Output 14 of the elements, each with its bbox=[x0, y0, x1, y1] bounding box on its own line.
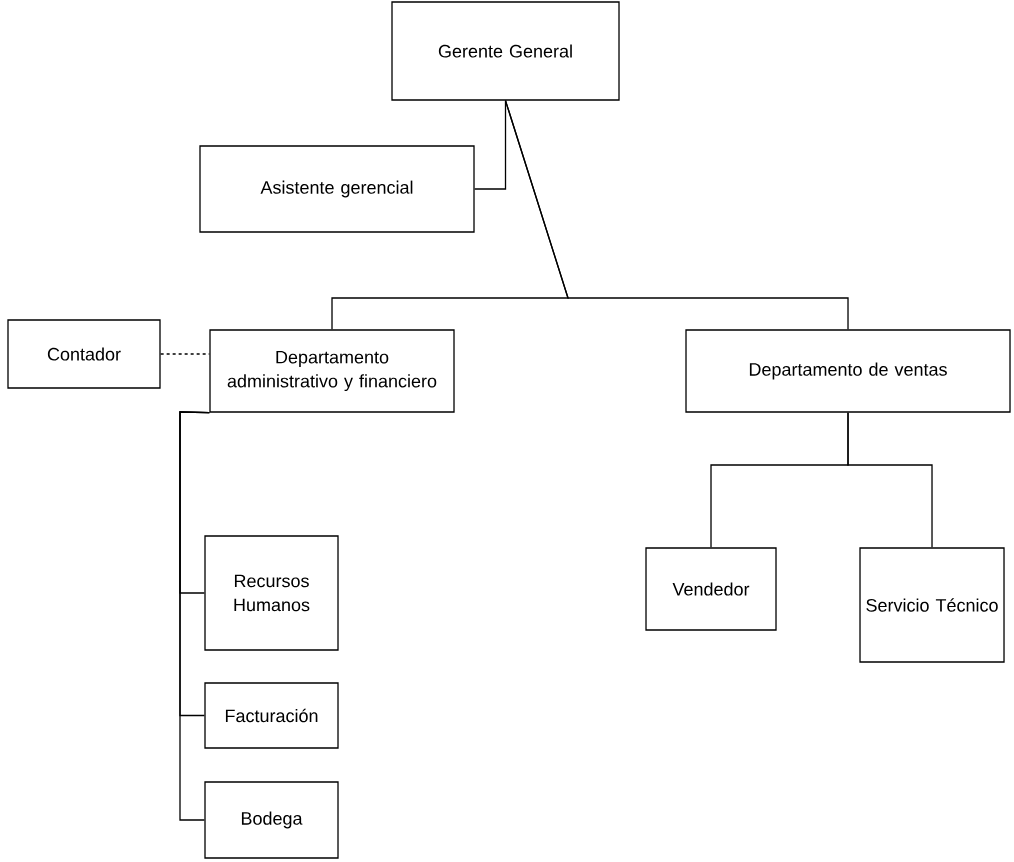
org-box: Vendedor bbox=[645, 547, 777, 631]
org-box: Servicio Técnico bbox=[859, 547, 1005, 663]
org-box: Contador bbox=[7, 319, 161, 389]
connector-line bbox=[504, 100, 849, 330]
connector-line bbox=[847, 412, 933, 548]
org-box: Departamento administrativo y financiero bbox=[209, 329, 455, 413]
org-box: Bodega bbox=[204, 781, 339, 859]
connector-line bbox=[474, 100, 507, 190]
org-box: Recursos Humanos bbox=[204, 535, 339, 651]
org-box: Gerente General bbox=[391, 1, 620, 101]
org-box: Asistente gerencial bbox=[199, 145, 475, 233]
connector-line bbox=[179, 411, 210, 821]
org-box: Departamento de ventas bbox=[685, 329, 1011, 413]
org-box: Facturación bbox=[204, 682, 339, 749]
